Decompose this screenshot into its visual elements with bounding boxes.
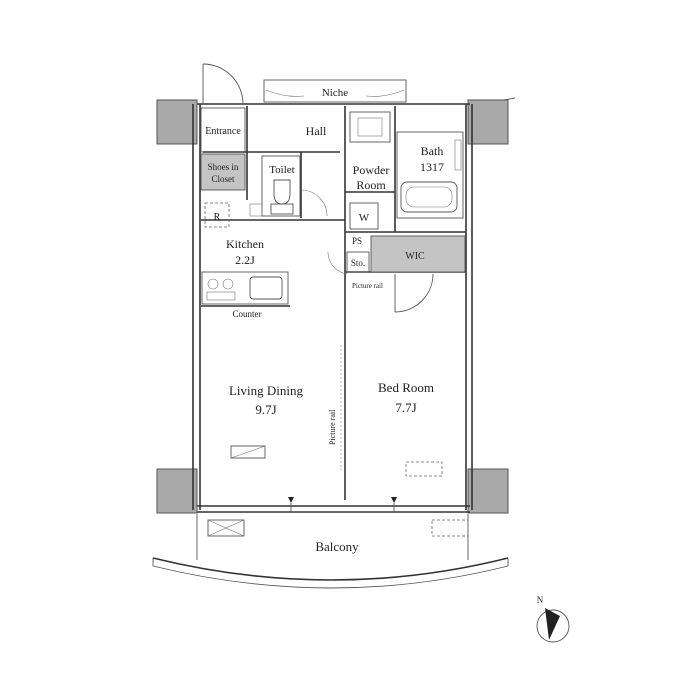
toilet-room	[261, 155, 301, 217]
storage-closet	[346, 251, 370, 273]
outer-walls	[192, 97, 516, 513]
bath-label-2: 1317	[420, 160, 444, 174]
bed-room-label-1: Bed Room	[378, 380, 434, 395]
bath-label-1: Bath	[421, 144, 444, 158]
window-marker-left	[288, 497, 294, 503]
floor-vent-icon	[230, 445, 266, 459]
niche-box	[263, 79, 407, 103]
picture-rail-label-1: Picture rail	[352, 282, 383, 290]
column-bottom-left	[156, 468, 198, 514]
interior-walls	[201, 106, 466, 500]
balcony-vent-icon	[431, 519, 469, 537]
living-dining-label-2: 9.7J	[255, 402, 276, 417]
entrance-label: Entrance	[205, 126, 241, 137]
ac-unit-icon	[405, 461, 443, 477]
vanity-basin	[349, 111, 391, 143]
shoes-closet-label-1: Shoes in	[208, 162, 239, 172]
kitchen-label-1: Kitchen	[226, 237, 264, 251]
powder-room-label-1: Powder	[353, 163, 390, 177]
wic-label: WIC	[405, 251, 425, 262]
powder-room-label-2: Room	[356, 178, 386, 192]
refrigerator-space	[204, 202, 230, 228]
bedroom-door[interactable]	[394, 273, 434, 313]
washer-label: W	[359, 212, 370, 224]
kitchen-counter	[201, 271, 289, 305]
niche-label: Niche	[322, 87, 348, 99]
column-top-right	[467, 99, 509, 145]
bath-room	[396, 131, 464, 219]
ac-outdoor-unit-icon	[207, 519, 245, 537]
bed-room-label-2: 7.7J	[395, 400, 416, 415]
hall-label: Hall	[306, 124, 327, 138]
toilet-label: Toilet	[269, 164, 295, 176]
balcony-label: Balcony	[315, 539, 359, 554]
kitchen-label-2: 2.2J	[235, 253, 255, 267]
toilet-bowl-icon	[273, 179, 291, 205]
shoes-closet	[200, 153, 246, 191]
window-marker-right	[391, 497, 397, 503]
column-bottom-right	[467, 468, 509, 514]
storage-label: Sto.	[351, 258, 365, 268]
north-arrow-icon: N	[536, 595, 570, 643]
column-top-left	[156, 99, 198, 145]
north-label: N	[537, 595, 544, 605]
balcony-area	[152, 514, 509, 589]
counter-label: Counter	[233, 309, 262, 319]
washer-box	[349, 202, 379, 230]
living-dining-label-1: Living Dining	[229, 383, 304, 398]
shoes-closet-label-2: Closet	[211, 174, 235, 184]
sink-icon	[249, 276, 283, 300]
ps-label: PS	[352, 236, 362, 246]
picture-rail-label-2: Picture rail	[328, 409, 337, 445]
entrance-door[interactable]	[202, 63, 244, 105]
wic-closet	[370, 235, 466, 273]
stove-burner-icon	[207, 278, 219, 290]
bathtub-icon	[400, 181, 458, 213]
refrigerator-label: R	[214, 212, 221, 223]
